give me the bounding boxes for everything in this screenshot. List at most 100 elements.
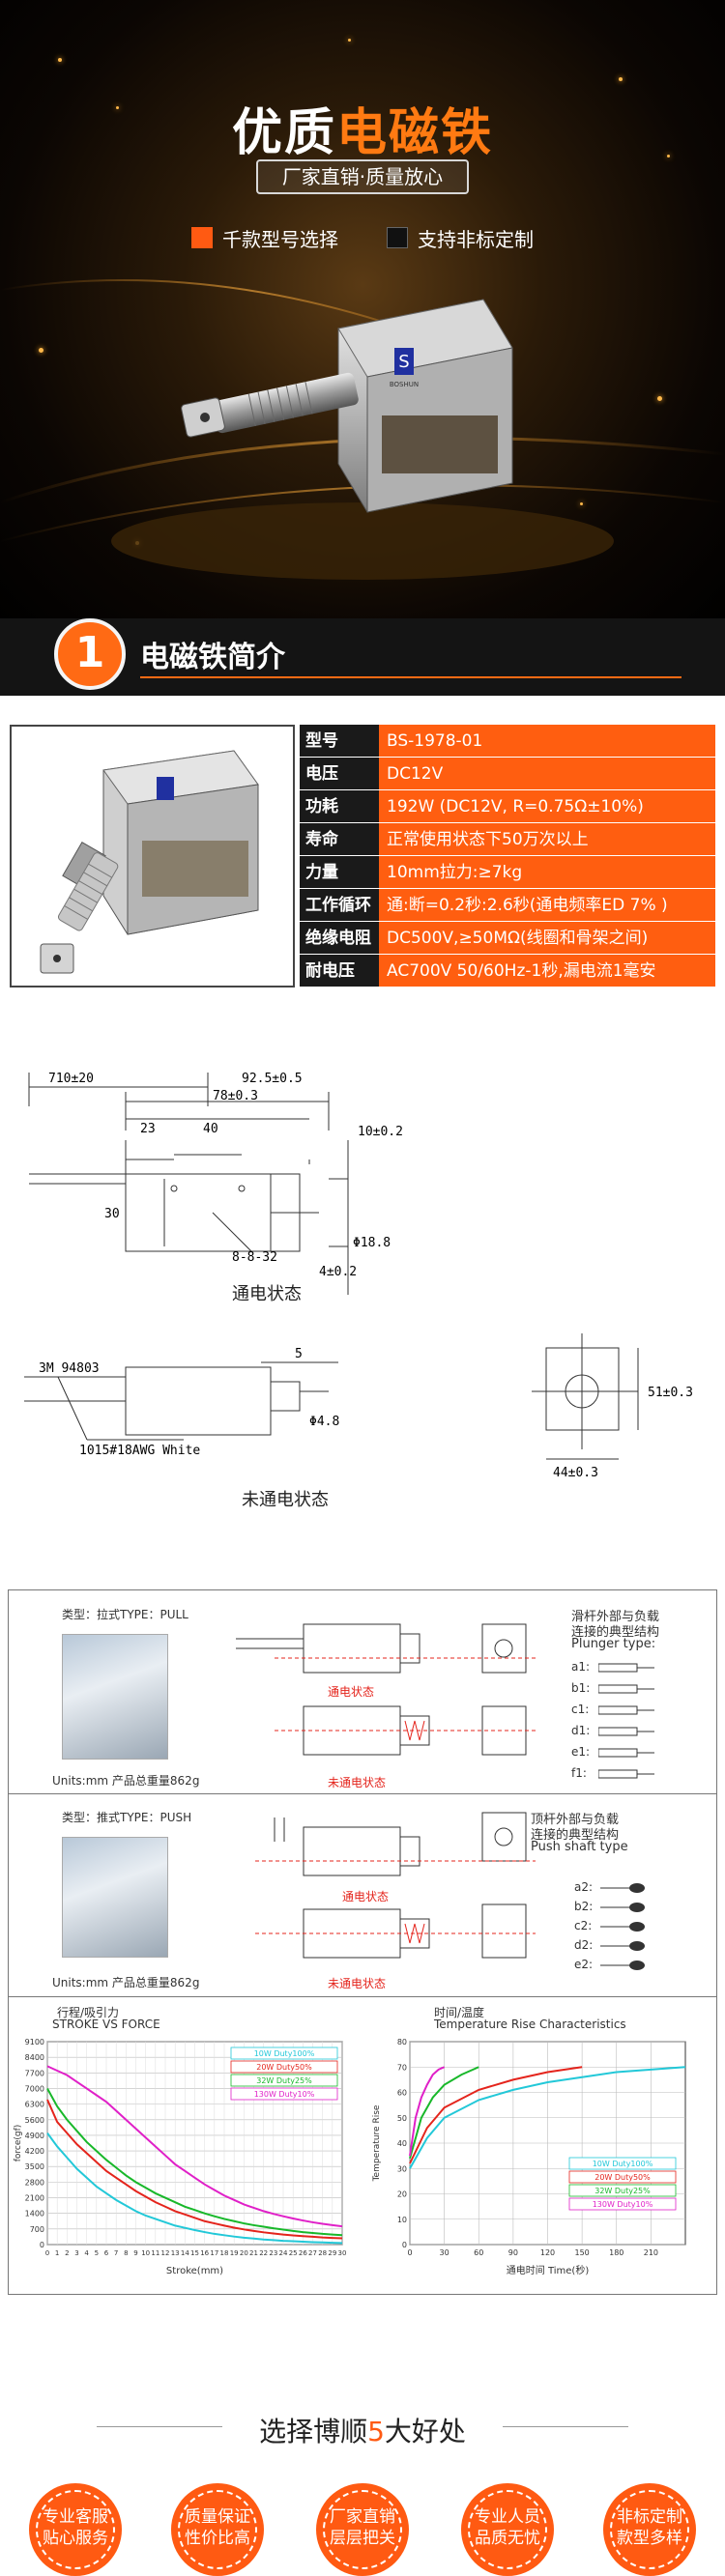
benefit-badge: 非标定制款型多样 [603,2483,696,2576]
hero-title: 优质电磁铁 [0,92,725,164]
force-series-line [46,2087,343,2237]
force-series-line [46,2132,343,2245]
plunger-tip-icon [598,1705,654,1715]
spec-value: 192W (DC12V, R=0.75Ω±10%) [379,790,715,822]
divider-right [503,2426,628,2427]
dimension-drawing: 710±20 92.5±0.5 78±0.3 23 40 10±0.2 30 8… [19,1044,706,1527]
x-tick-label: 14 [181,2249,189,2257]
dim-30: 30 [104,1207,120,1221]
temp-title-en: Temperature Rise Characteristics [434,2018,626,2031]
pull-product-photo [62,1634,168,1760]
legend-entry: 10W Duty100% [593,2160,653,2168]
y-tick-label: 1400 [25,2210,44,2218]
push-title-cn2: 连接的典型结构 [531,1828,620,1843]
dim-10: 10±0.2 [358,1125,403,1139]
plunger-tip-icon [598,1663,654,1673]
x-tick-label: 24 [279,2249,288,2257]
units-label: Units:mm 产品总重量862g [52,1774,200,1788]
technical-sheet: 类型：拉式TYPE：PULL Units:mm 产品总重量862g 通电状态 未… [8,1589,717,2295]
badge-line-1: 质量保证 [185,2507,250,2527]
dim-thread: 8-8-32 [232,1250,277,1265]
x-tick-label: 1 [55,2249,59,2257]
sparkle [667,155,670,157]
x-tick-label: 8 [124,2249,128,2257]
plunger-tip-icon [598,1769,654,1779]
x-tick-label: 60 [474,2248,483,2257]
sparkle [657,396,662,401]
dim-40: 40 [203,1122,218,1136]
plunger-title-cn2: 连接的典型结构 [571,1625,660,1640]
x-tick-label: 180 [609,2248,624,2257]
legend-entry: 32W Duty25% [594,2187,651,2195]
feature-label: 千款型号选择 [222,227,338,251]
dim-18-8: Φ18.8 [353,1236,391,1250]
badge-ring [610,2490,689,2569]
plunger-title-en: Plunger type: [571,1637,656,1651]
x-tick-label: 2 [65,2249,69,2257]
sparkle [58,58,62,62]
push-type-item: e2: [574,1958,594,1971]
benefit-badge: 质量保证性价比高 [171,2483,264,2576]
badge-text: 质量保证性价比高 [171,2506,264,2549]
x-tick-label: 25 [289,2249,298,2257]
y-tick-label: 6300 [25,2101,44,2109]
dim-23: 23 [140,1122,156,1136]
spec-value: DC500V,≥50MΩ(线圈和骨架之间) [379,922,715,954]
sparkle [39,348,44,353]
badge-text: 专业人员品质无忧 [461,2506,554,2549]
force-series-line [46,2099,343,2240]
badge-text: 厂家直销层层把关 [316,2506,409,2549]
x-tick-label: 12 [161,2249,170,2257]
x-tick-label: 22 [259,2249,268,2257]
push-on-state: 通电状态 [342,1890,390,1903]
solenoid-product-image: S BOSHUN [181,299,513,513]
dim-710: 710±20 [48,1072,94,1086]
dim-78: 78±0.3 [213,1089,258,1103]
x-tick-label: 120 [540,2248,555,2257]
push-type-label: 类型：推式TYPE：PUSH [62,1811,192,1824]
force-title-en: STROKE VS FORCE [52,2018,160,2031]
y-tick-label: 9100 [25,2038,44,2046]
plunger-type-item: b1: [571,1681,591,1695]
plunger-tip-icon [598,1684,654,1694]
push-off-state: 未通电状态 [328,1977,387,1990]
spec-key: 功耗 [300,790,379,822]
x-tick-label: 6 [104,2249,109,2257]
legend-entry: 20W Duty50% [594,2173,651,2182]
spec-key: 力量 [300,856,379,888]
legend-entry: 130W Duty10% [593,2200,653,2209]
y-tick-label: 3500 [25,2162,44,2171]
x-tick-label: 17 [210,2249,218,2257]
y-tick-label: 700 [30,2225,44,2234]
dim-5: 5 [295,1347,303,1361]
badge-line-1: 厂家直销 [330,2507,395,2527]
y-axis-label: Temperature Rise [372,2104,382,2182]
x-tick-label: 26 [299,2249,307,2257]
hero-subtitle: 厂家直销·质量放心 [256,159,469,194]
benefit-badge: 专业客服贴心服务 [29,2483,122,2576]
dim-92-5: 92.5±0.5 [242,1072,303,1086]
y-tick-label: 40 [397,2139,407,2148]
force-series-line [46,2065,343,2228]
plunger-title-cn: 滑杆外部与负载 [571,1610,660,1624]
push-type-item: c2: [574,1919,593,1932]
y-tick-label: 70 [397,2063,407,2072]
benefits-title-b: 大好处 [384,2416,466,2447]
legend-entry: 130W Duty10% [254,2090,315,2099]
spec-key: 工作循环 [300,889,379,921]
x-tick-label: 21 [249,2249,258,2257]
legend-box [568,2170,677,2184]
spec-row: 寿命正常使用状态下50万次以上 [300,823,715,856]
sheet-divider [9,1793,716,1794]
spec-row: 工作循环通:断=0.2秒:2.6秒(通电频率ED 7% ) [300,889,715,922]
brand-mark: BOSHUN [390,381,419,388]
push-drawing [255,1812,536,1959]
plunger-tip-icon [598,1727,654,1736]
